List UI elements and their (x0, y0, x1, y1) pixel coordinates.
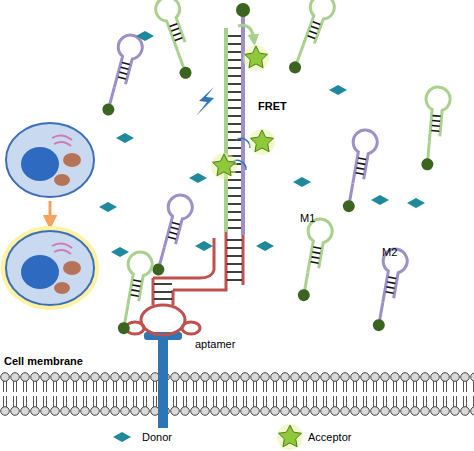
probe-label: M2 (382, 246, 397, 259)
cell-after (4, 229, 96, 307)
hairpin-probes (100, 0, 451, 337)
probe-label: M1 (300, 212, 315, 225)
legend-sample (277, 424, 303, 450)
cell-before (6, 123, 94, 197)
base-pairs (154, 240, 242, 299)
legend-label: Donor (142, 431, 172, 444)
legend-label: Acceptor (308, 431, 351, 444)
aptamer-strand (126, 230, 243, 335)
component-label: aptamer (195, 338, 235, 351)
donor-molecules (99, 31, 425, 257)
legend-sample (113, 432, 131, 442)
structure-label: Cell membrane (4, 355, 83, 368)
process-arrow (49, 201, 52, 222)
hcr-duplex (196, 3, 275, 235)
signal-label: FRET (258, 100, 287, 113)
receptor (144, 332, 182, 428)
cell-membrane (0, 372, 474, 416)
